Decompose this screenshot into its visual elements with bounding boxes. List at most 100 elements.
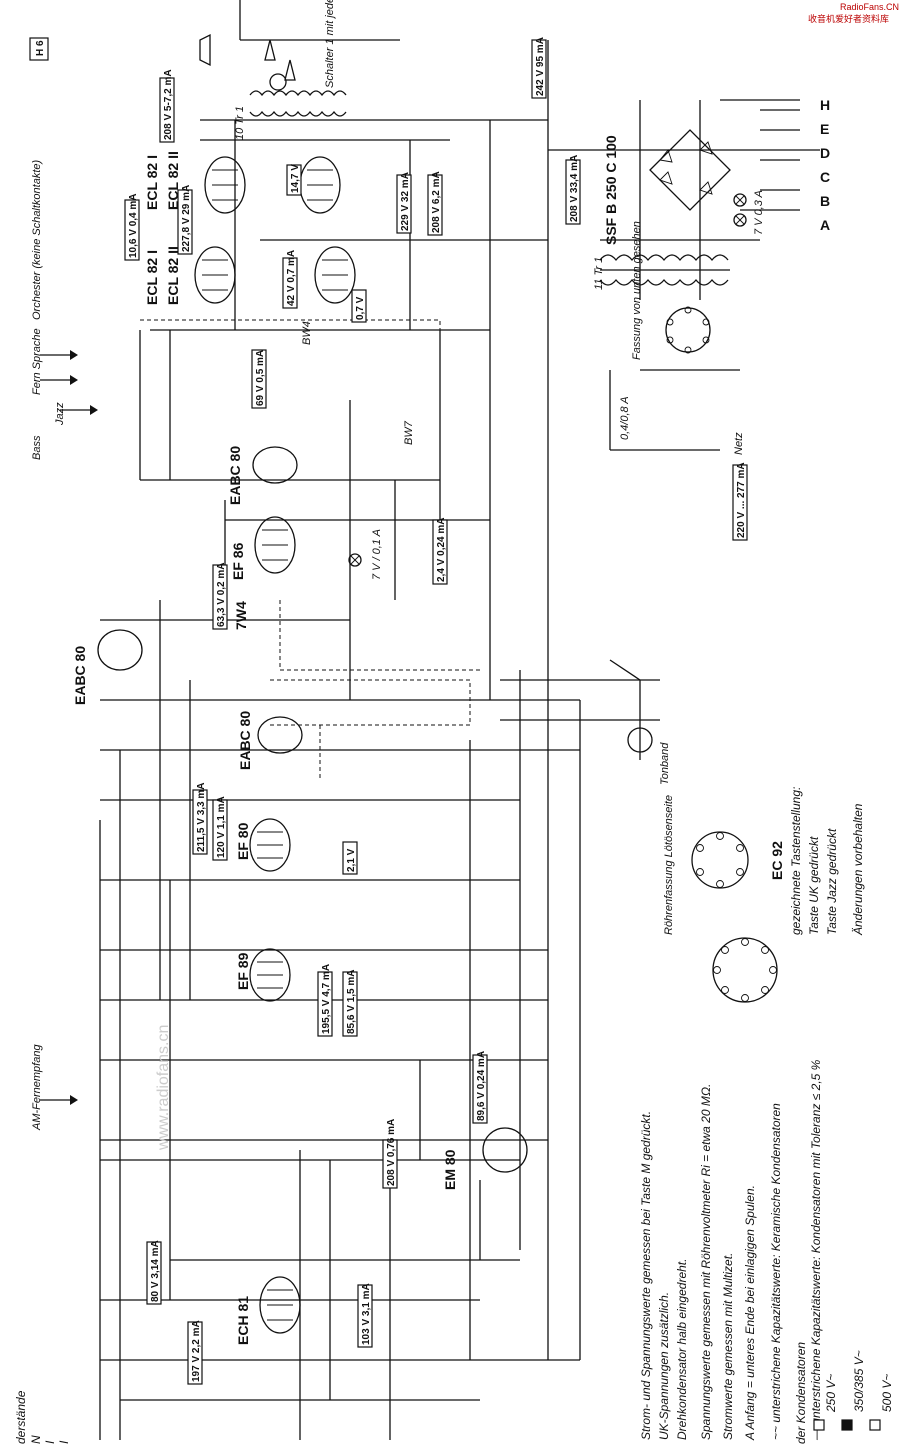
note-taste-jazz: Taste Jazz gedrückt (825, 828, 839, 935)
meas-69v: 69 V 0,5 mA (255, 350, 266, 406)
tube-ecl82-1 (204, 156, 246, 214)
socket-c: C (820, 169, 830, 185)
bridge-rectifier (649, 129, 731, 211)
page-tag: H 6 (35, 40, 46, 56)
fassung-label: Fassung von unten gesehen (631, 221, 643, 360)
meas-10-6v: 10,6 V 0,4 mA (128, 194, 139, 258)
tube-ecl82-2 (194, 246, 236, 304)
tube-label-eabc80-c: EABC 80 (237, 711, 253, 770)
tube-label-ef86: EF 86 (230, 542, 246, 580)
tube-label-em80: EM 80 (442, 1149, 458, 1190)
meas-120v: 120 V 1,1 mA (216, 796, 227, 858)
transformer-11tr1: 11 Tr 1 (593, 257, 605, 290)
tube-label-ecl82-2-dup: ECL 82 II (165, 246, 181, 305)
tonband-label: Tonband (659, 742, 671, 785)
meas-208v-0-76ma: 208 V 0,76 mA (386, 1119, 397, 1186)
netz-label: Netz (733, 432, 745, 455)
meas-14-7v: 14,7 V (290, 164, 301, 193)
meas-211-5v: 211,5 V 3,3 mA (196, 783, 207, 853)
mains-transformer (599, 254, 730, 286)
fuse-label: 0,4/0,8 A (619, 396, 631, 440)
watermark-line1: RadioFans.CN (840, 2, 899, 12)
tube-label-ecl82-2: ECL 82 I (144, 250, 160, 305)
meas-197v: 197 V 2,2 mA (191, 1320, 202, 1382)
tube-eabc80-a (252, 446, 298, 484)
legend-350v: 350/385 V~ (852, 1350, 866, 1412)
lamp-label-2: 7 V / 0,1 A (371, 529, 383, 580)
meas-42v: 42 V 0,7 mA (286, 250, 297, 306)
lamp-label: 7 V 0,3 A (753, 190, 765, 235)
socket-d: D (820, 145, 830, 161)
meas-2-4v: 2,4 V 0,24 mA (436, 518, 447, 582)
meas-63-3v: 63,3 V 0,2 mA (216, 563, 227, 627)
note-uk: UK-Spannungen zusätzlich. (657, 1292, 671, 1440)
tube-ecl82-2b (314, 246, 356, 304)
pot-bw7: BW7 (403, 420, 415, 445)
meas-195-5v: 195,5 V 4,7 mA (321, 964, 332, 1034)
socket-b: B (820, 193, 830, 209)
meas-80v: 80 V 3,14 mA (150, 1240, 161, 1302)
socket-e: E (820, 121, 829, 137)
site-watermark: www.radiofans.cn (155, 1025, 172, 1151)
ec92-label: EC 92 (769, 841, 785, 880)
label-bass: Bass (31, 435, 43, 460)
tube-em80 (482, 1127, 528, 1173)
label-orchester: Orchester (keine Schaltkontakte) (31, 159, 43, 320)
switch-arrows (40, 350, 98, 1105)
widerstaende-i2: I (57, 1440, 71, 1444)
tube-label-eabc80-b: EABC 80 (72, 646, 88, 705)
tube-ef80 (249, 818, 291, 872)
meas-242v: 242 V 95 mA (535, 37, 546, 96)
note-drehko: Drehkondensator halb eingedreht. (675, 1259, 689, 1440)
legend-500v: 500 V~ (880, 1374, 894, 1412)
widerstaende-i1: I (43, 1440, 57, 1444)
widerstaende-label: derstände (14, 1390, 28, 1444)
legend-250v: 250 V~ (824, 1374, 838, 1413)
tube-eabc80-b (97, 629, 143, 671)
meas-85-6v: 85,6 V 1,5 mA (346, 970, 357, 1034)
tube-label-ef89: EF 89 (235, 952, 251, 990)
capacitor-legend: der Kondensatoren 250 V~ 350/385 V~ 500 … (794, 1342, 894, 1444)
pot-bw4: BW4 (301, 321, 313, 345)
rectifier-label: SSF B 250 C 100 (603, 135, 619, 245)
tube-ech81 (259, 1276, 301, 1334)
output-transformer (249, 90, 347, 117)
tube-label-ecl82-1: ECL 82 I (144, 155, 160, 210)
note-voltage-header: Strom- und Spannungswerte gemessen bei T… (639, 1111, 653, 1440)
measurement-boxes: 208 V 5-7,2 mA 227,8 V 29 mA 10,6 V 0,4 … (124, 37, 748, 1385)
widerstaende-n: N (29, 1435, 43, 1444)
socket-pinout-ec92 (691, 831, 749, 889)
meas-208v-7-2ma: 208 V 5-7,2 mA (163, 69, 174, 140)
roehrenfassung-label: Röhrenfassung Lötösenseite (663, 795, 675, 935)
switch-note: Schalter 1 mit jeder Taste gekoppelt (324, 0, 336, 88)
meas-227-8v: 227,8 V 29 mA (181, 185, 192, 252)
legend-title: der Kondensatoren (794, 1342, 808, 1444)
meas-220v: 220 V ... 277 mA (736, 462, 747, 538)
note-taste-uk: Taste UK gedrückt (807, 836, 821, 935)
note-changes: Änderungen vorbehalten (851, 803, 865, 936)
note-voltmeter: Spannungswerte gemessen mit Röhrenvoltme… (699, 1084, 713, 1440)
meas-208v-33ma: 208 V 33,4 mA (569, 155, 580, 222)
socket-a: A (820, 217, 830, 233)
dial-lamps (348, 193, 747, 567)
watermark-line2: 收音机爱好者资料库 (808, 13, 889, 24)
tube-label-ef80: EF 80 (235, 822, 251, 860)
note-taste-header: gezeichnete Tastenstellung: (789, 787, 803, 935)
socket-pinout-fassung (665, 306, 711, 354)
speaker-symbols (199, 33, 296, 91)
note-tolerance: — unterstrichene Kapazitätswerte: Konden… (809, 1059, 823, 1441)
transformer-10tr1: 10 Tr 1 (234, 106, 246, 140)
page-tag-box (29, 37, 49, 61)
tube-ef89 (249, 948, 291, 1002)
label-jazz: Jazz (54, 402, 66, 426)
note-current: Stromwerte gemessen mit Multizet. (721, 1253, 735, 1440)
label-fern-sprache: Fern Sprache (31, 328, 43, 395)
socket-pinout-9pin (712, 937, 778, 1003)
tube-ecl82-1b (299, 156, 341, 214)
tonband-socket (627, 727, 653, 753)
tube-eabc80-c (257, 716, 303, 754)
tube-ef86 (254, 516, 296, 574)
note-ceramic: ~~ unterstrichene Kapazitätswerte: Keram… (769, 1103, 783, 1440)
tube-label-ech81: ECH 81 (235, 1296, 251, 1345)
